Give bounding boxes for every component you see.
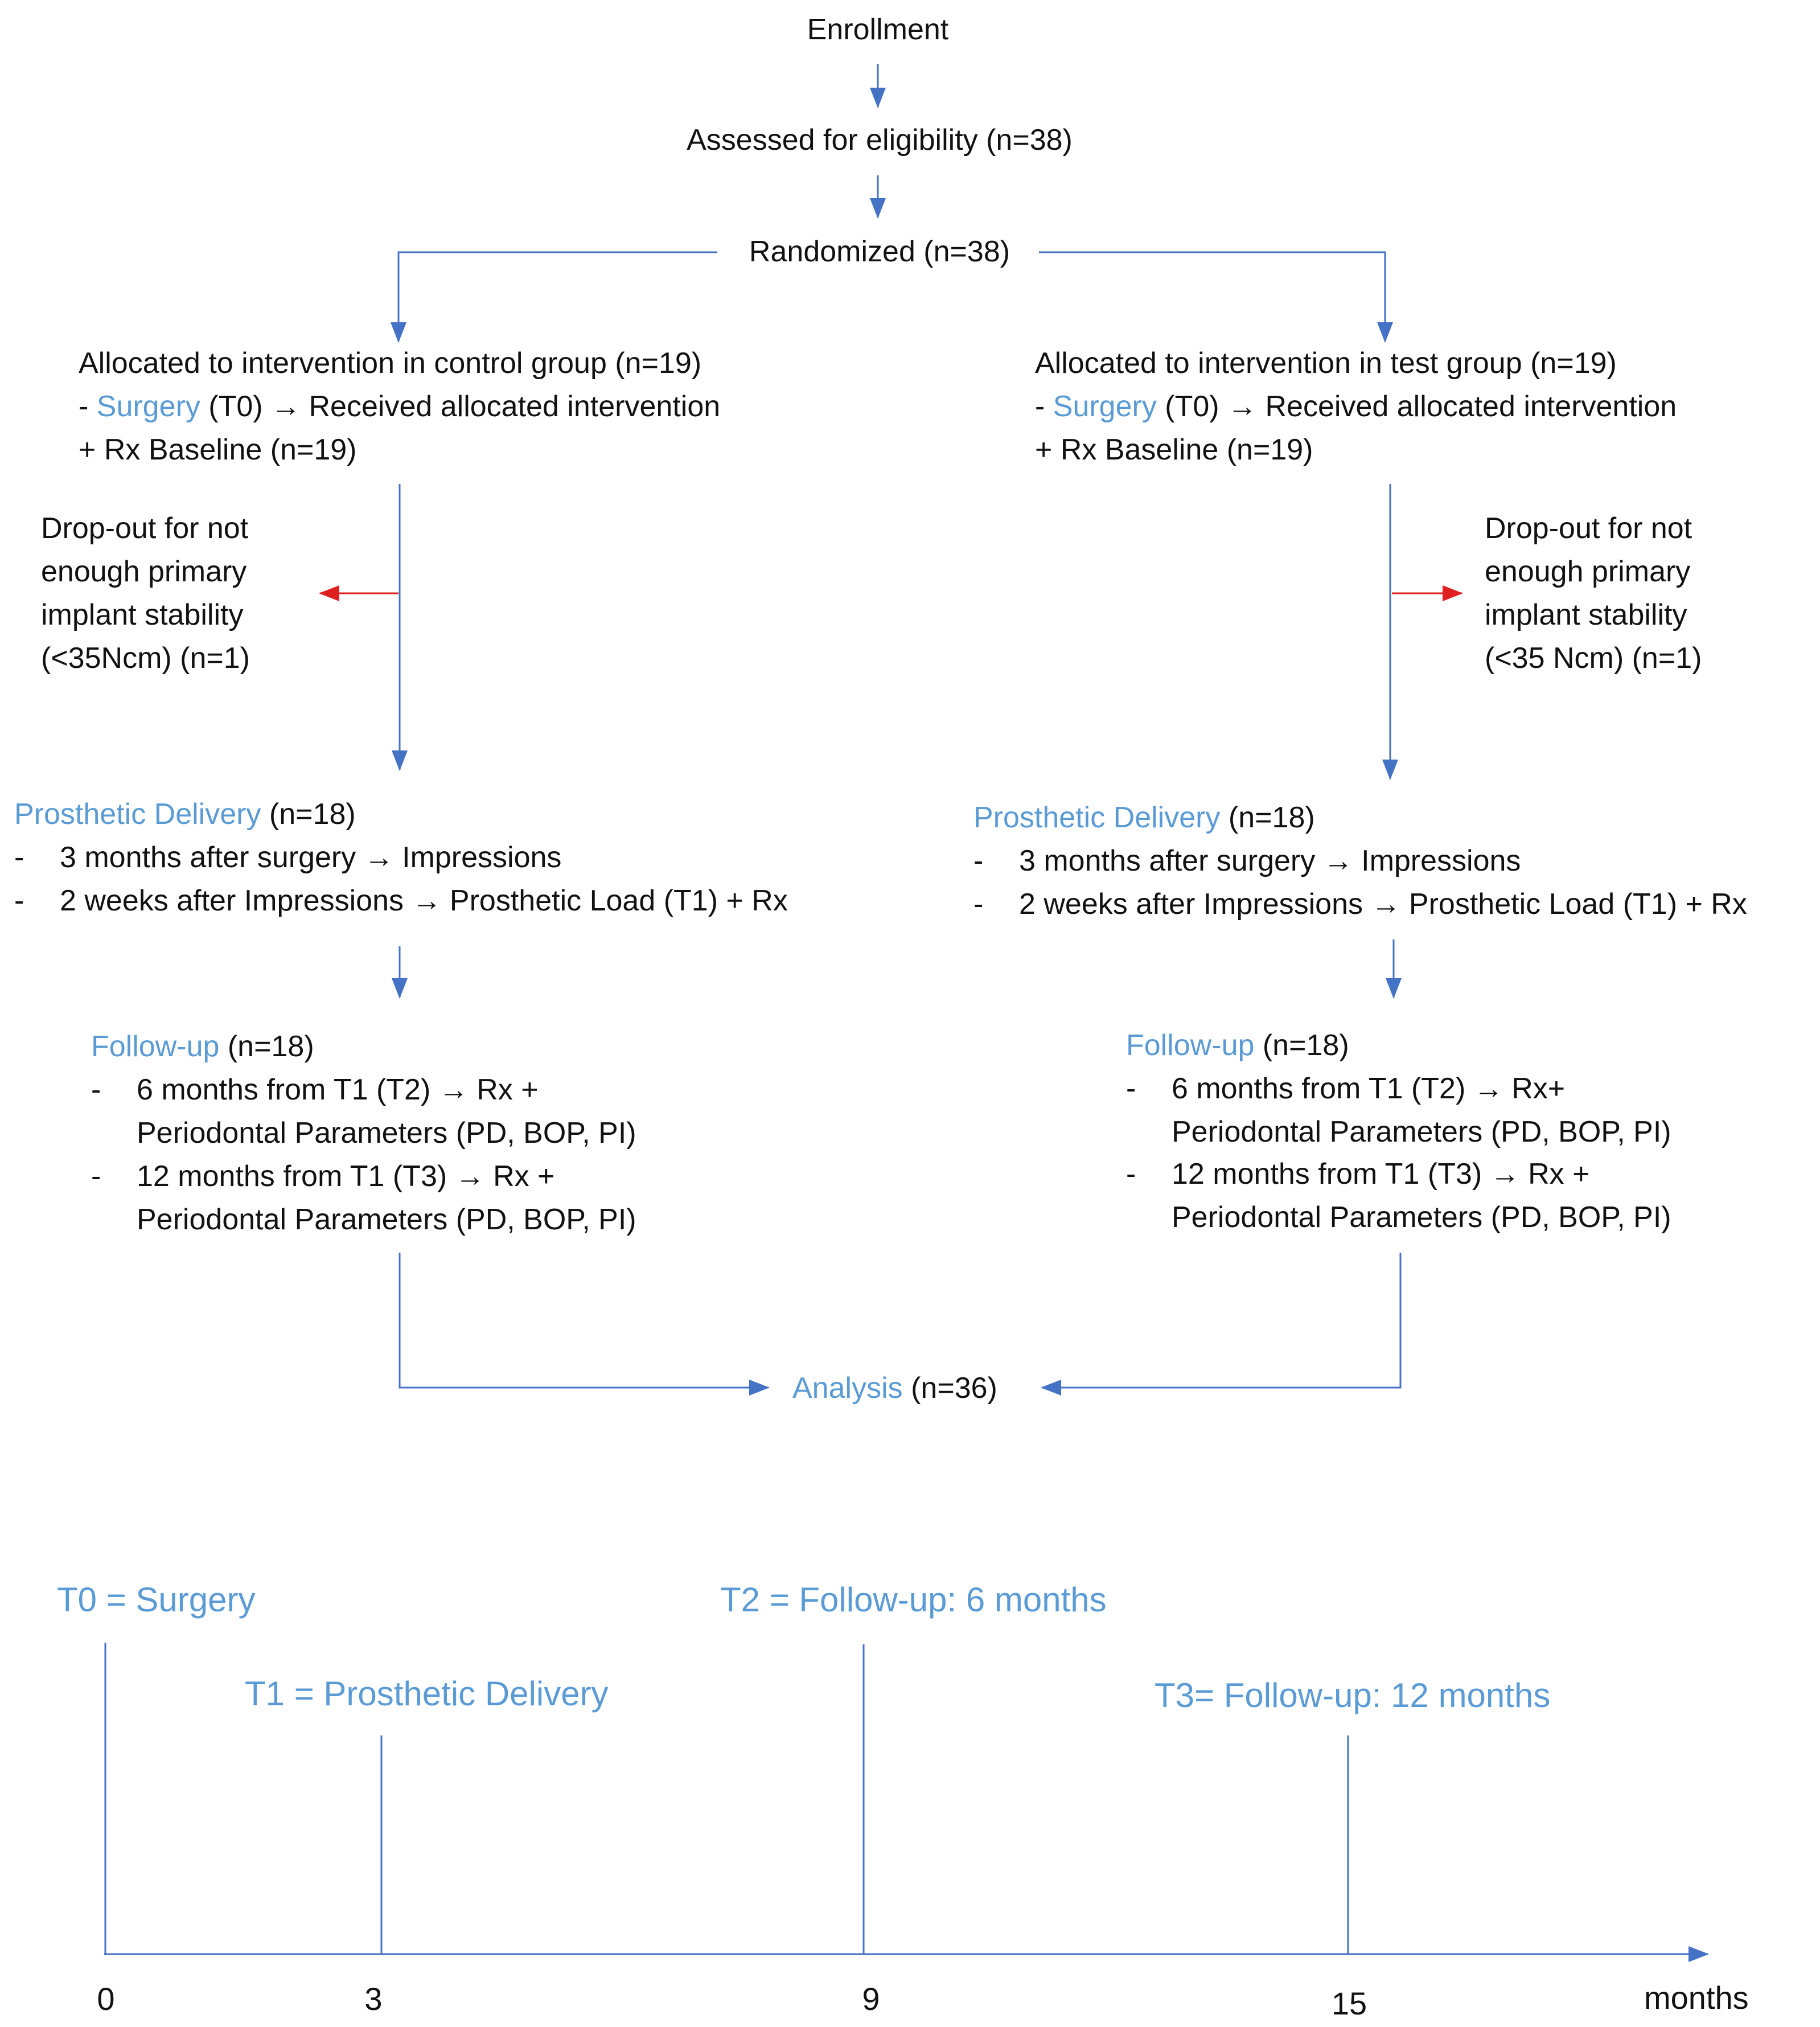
control-prosthetic-item-2: 2 weeks after Impressions → Prosthetic L… [60, 884, 788, 917]
test-dropout-line-4: (<35 Ncm) (n=1) [1485, 642, 1702, 675]
control-surgery-rest: (T0) → Received allocated intervention [200, 390, 721, 423]
enrollment-label: Enrollment [807, 13, 949, 46]
test-baseline-label: + Rx Baseline (n=19) [1035, 433, 1313, 466]
control-prosthetic-title: Prosthetic Delivery [14, 798, 261, 831]
control-followup-heading: Follow-up (n=18) [91, 1025, 314, 1068]
control-followup-title: Follow-up [91, 1030, 220, 1063]
test-followup-bullet-1: - [1126, 1072, 1136, 1105]
test-dropout-line-2: enough primary [1485, 555, 1691, 588]
test-prosthetic-item-2: 2 weeks after Impressions → Prosthetic L… [1019, 888, 1747, 921]
control-followup-item-1-line-2: Periodontal Parameters (PD, BOP, PI) [137, 1117, 636, 1150]
timeline-tick-label-3: 3 [364, 1981, 383, 2017]
control-dropout-line-3: implant stability [41, 598, 244, 631]
analysis-label: Analysis (n=36) [792, 1367, 997, 1410]
arrow-randomized-to-test [1039, 251, 1393, 343]
test-followup-item-1-line-1: 6 months from T1 (T2) → Rx+ [1172, 1072, 1566, 1105]
timeline-label-t2: T2 = Follow-up: 6 months [720, 1581, 1107, 1619]
test-followup-item-2-line-1: 12 months from T1 (T3) → Rx + [1172, 1158, 1590, 1191]
control-prosthetic-bullet-2: - [14, 884, 24, 917]
test-surgery-word: Surgery [1053, 390, 1157, 423]
test-followup-n: (n=18) [1254, 1029, 1349, 1062]
test-prosthetic-title: Prosthetic Delivery [973, 801, 1221, 834]
control-prosthetic-item-1: 3 months after surgery → Impressions [60, 841, 562, 874]
test-followup-bullet-2: - [1126, 1158, 1136, 1191]
control-prosthetic-bullet-1: - [14, 841, 24, 874]
analysis-n: (n=36) [902, 1372, 997, 1405]
test-prosthetic-bullet-2: - [973, 888, 984, 921]
control-baseline-label: + Rx Baseline (n=19) [79, 433, 357, 466]
control-surgery-word: Surgery [96, 390, 200, 423]
control-dropout-line-4: (<35Ncm) (n=1) [41, 642, 250, 675]
control-dropout-line-1: Drop-out for not [41, 512, 249, 545]
control-dropout-line-2: enough primary [41, 555, 247, 588]
test-followup-title: Follow-up [1126, 1029, 1255, 1062]
timeline-label-t0: T0 = Surgery [57, 1581, 256, 1619]
timeline-tick-label-15: 15 [1331, 1985, 1367, 2021]
control-surgery-prefix: - [79, 390, 97, 423]
control-prosthetic-n: (n=18) [261, 798, 356, 831]
timeline-tick-label-9: 9 [862, 1981, 880, 2017]
test-dropout-line-1: Drop-out for not [1485, 512, 1692, 545]
timeline-tick-label-0: 0 [97, 1981, 115, 2017]
control-followup-item-2-line-2: Periodontal Parameters (PD, BOP, PI) [137, 1203, 636, 1236]
timeline-unit-label: months [1644, 1980, 1749, 2016]
timeline-label-t3: T3= Follow-up: 12 months [1155, 1676, 1551, 1714]
test-prosthetic-item-1: 3 months after surgery → Impressions [1019, 844, 1521, 877]
test-dropout-line-3: implant stability [1485, 598, 1687, 631]
test-prosthetic-heading: Prosthetic Delivery (n=18) [973, 796, 1315, 839]
test-allocated-label: Allocated to intervention in test group … [1035, 347, 1617, 380]
control-allocated-label: Allocated to intervention in control gro… [79, 347, 702, 380]
test-followup-item-1-line-2: Periodontal Parameters (PD, BOP, PI) [1172, 1115, 1671, 1148]
control-followup-bullet-2: - [91, 1160, 101, 1193]
test-surgery-line: - Surgery (T0) → Received allocated inte… [1035, 385, 1677, 428]
analysis-title: Analysis [792, 1372, 903, 1405]
control-followup-item-2-line-1: 12 months from T1 (T3) → Rx + [137, 1160, 555, 1193]
control-followup-n: (n=18) [219, 1030, 314, 1063]
control-surgery-line: - Surgery (T0) → Received allocated inte… [79, 385, 720, 428]
test-prosthetic-n: (n=18) [1220, 801, 1315, 834]
randomized-label: Randomized (n=38) [749, 235, 1010, 268]
test-followup-heading: Follow-up (n=18) [1126, 1024, 1349, 1067]
arrow-control-to-analysis [398, 1253, 770, 1396]
arrow-test-to-analysis [1041, 1253, 1402, 1396]
test-prosthetic-bullet-1: - [973, 844, 984, 877]
test-surgery-rest: (T0) → Received allocated intervention [1156, 390, 1677, 423]
timeline-label-t1: T1 = Prosthetic Delivery [245, 1675, 609, 1713]
control-followup-bullet-1: - [91, 1073, 101, 1106]
arrow-randomized-to-control [391, 251, 717, 343]
control-followup-item-1-line-1: 6 months from T1 (T2) → Rx + [137, 1073, 539, 1106]
test-followup-item-2-line-2: Periodontal Parameters (PD, BOP, PI) [1172, 1201, 1671, 1234]
control-prosthetic-heading: Prosthetic Delivery (n=18) [14, 793, 356, 836]
assessed-eligibility-label: Assessed for eligibility (n=38) [687, 124, 1073, 157]
test-surgery-prefix: - [1035, 390, 1053, 423]
